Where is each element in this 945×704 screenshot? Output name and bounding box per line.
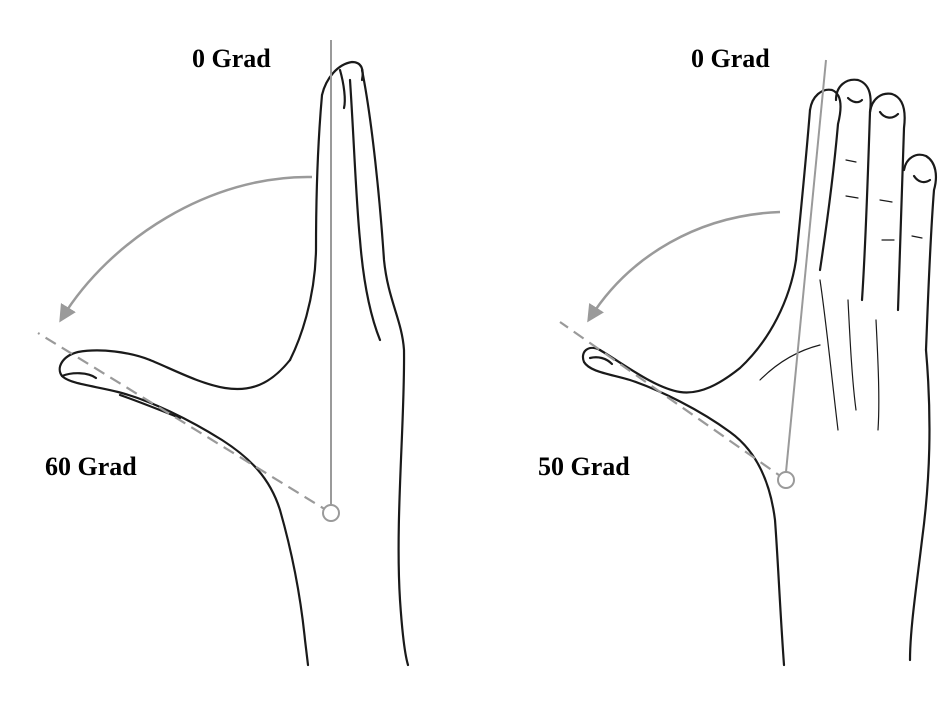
left-top-angle-label: 0 Grad	[192, 44, 271, 74]
right-bottom-angle-label: 50 Grad	[538, 452, 630, 482]
left-angle-guides	[38, 40, 339, 521]
right-top-angle-label: 0 Grad	[691, 44, 770, 74]
left-bottom-angle-label: 60 Grad	[45, 452, 137, 482]
left-hand-illustration	[60, 62, 408, 665]
right-angle-guides	[560, 60, 826, 488]
right-hand-illustration	[583, 80, 936, 665]
